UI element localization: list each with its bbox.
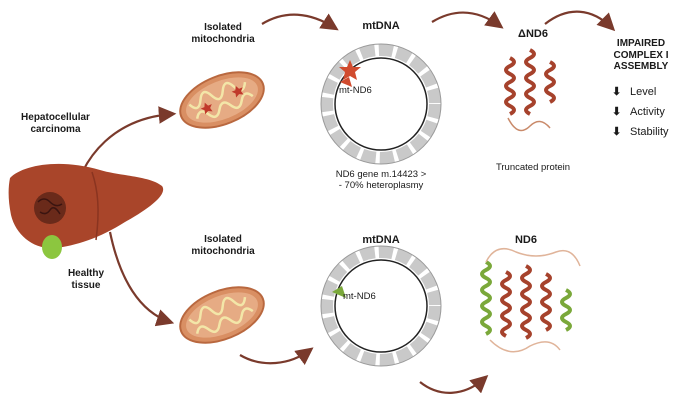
label-hcc: Hepatocellular carcinoma [8,112,103,135]
effect-stability: ⬇ Stability [612,125,669,138]
label-mtdna-bottom: mtDNA [362,234,400,246]
label-impaired-line2: COMPLEX I [613,49,669,61]
label-mtdna-top: mtDNA [362,20,400,32]
liver-icon [8,163,164,259]
plasmid-icon-bottom [320,245,442,367]
effect-stability-label: Stability [630,126,669,138]
label-isolated-top-line2: mitochondria [191,33,255,45]
label-truncated-protein: Truncated protein [495,162,571,173]
label-healthy-line1: Healthy [67,268,105,279]
arrow-healthy-to-mito [108,231,175,327]
label-isolated-bottom-line2: mitochondria [191,245,255,257]
arrow-top-mito-to-mtdna [261,13,339,31]
arrow-bottom-mito-to-mtdna [239,347,314,365]
label-impaired: IMPAIRED COMPLEX I ASSEMBLY [600,38,682,73]
mitochondria-icon-top [179,71,265,129]
arrow-top-mtdna-to-nd6 [431,11,504,29]
label-isolated-top: Isolated mitochondria [178,22,268,45]
gallbladder-icon [42,235,62,259]
label-mt-nd6-top: mt-ND6 [339,85,372,96]
label-isolated-bottom-line1: Isolated [204,234,242,245]
arrow-bottom-mtdna-to-nd6 [419,375,489,394]
label-variant-note-line2: - 70% heteroplasmy [338,179,424,191]
label-isolated-top-line1: Isolated [204,22,242,33]
arrow-top-nd6-to-impaired [544,10,616,32]
label-impaired-line3: ASSEMBLY [613,61,669,72]
mitochondria-icon-bottom [179,286,265,344]
label-nd6: ND6 [514,234,537,246]
effect-activity-label: Activity [630,106,665,118]
label-hcc-line2: carcinoma [30,123,81,135]
label-hcc-line1: Hepatocellular [21,112,90,123]
label-delta-nd6: ΔND6 [518,28,548,40]
effect-level-label: Level [630,86,657,98]
effect-level: ⬇ Level [612,85,656,98]
protein-helix-icon-truncated [504,48,556,132]
down-arrow-icon: ⬇ [612,106,622,118]
down-arrow-icon: ⬇ [612,86,622,98]
label-mt-nd6-bottom: mt-ND6 [343,291,376,302]
label-variant-note-line1: ND6 gene m.14423 > [335,169,427,180]
flow-arrows [68,10,616,394]
label-healthy-line2: tissue [71,279,101,291]
star-mutation-icon [339,60,361,80]
protein-helix-icon-full [480,247,581,353]
plasmid-icon-top [320,43,442,165]
effect-activity: ⬇ Activity [612,105,665,118]
label-healthy: Healthy tissue [56,268,116,291]
label-impaired-line1: IMPAIRED [616,38,666,49]
label-isolated-bottom: Isolated mitochondria [178,234,268,257]
label-variant-note: ND6 gene m.14423 > - 70% heteroplasmy [325,169,437,192]
tumor-icon [34,192,66,224]
down-arrow-icon: ⬇ [612,126,622,138]
